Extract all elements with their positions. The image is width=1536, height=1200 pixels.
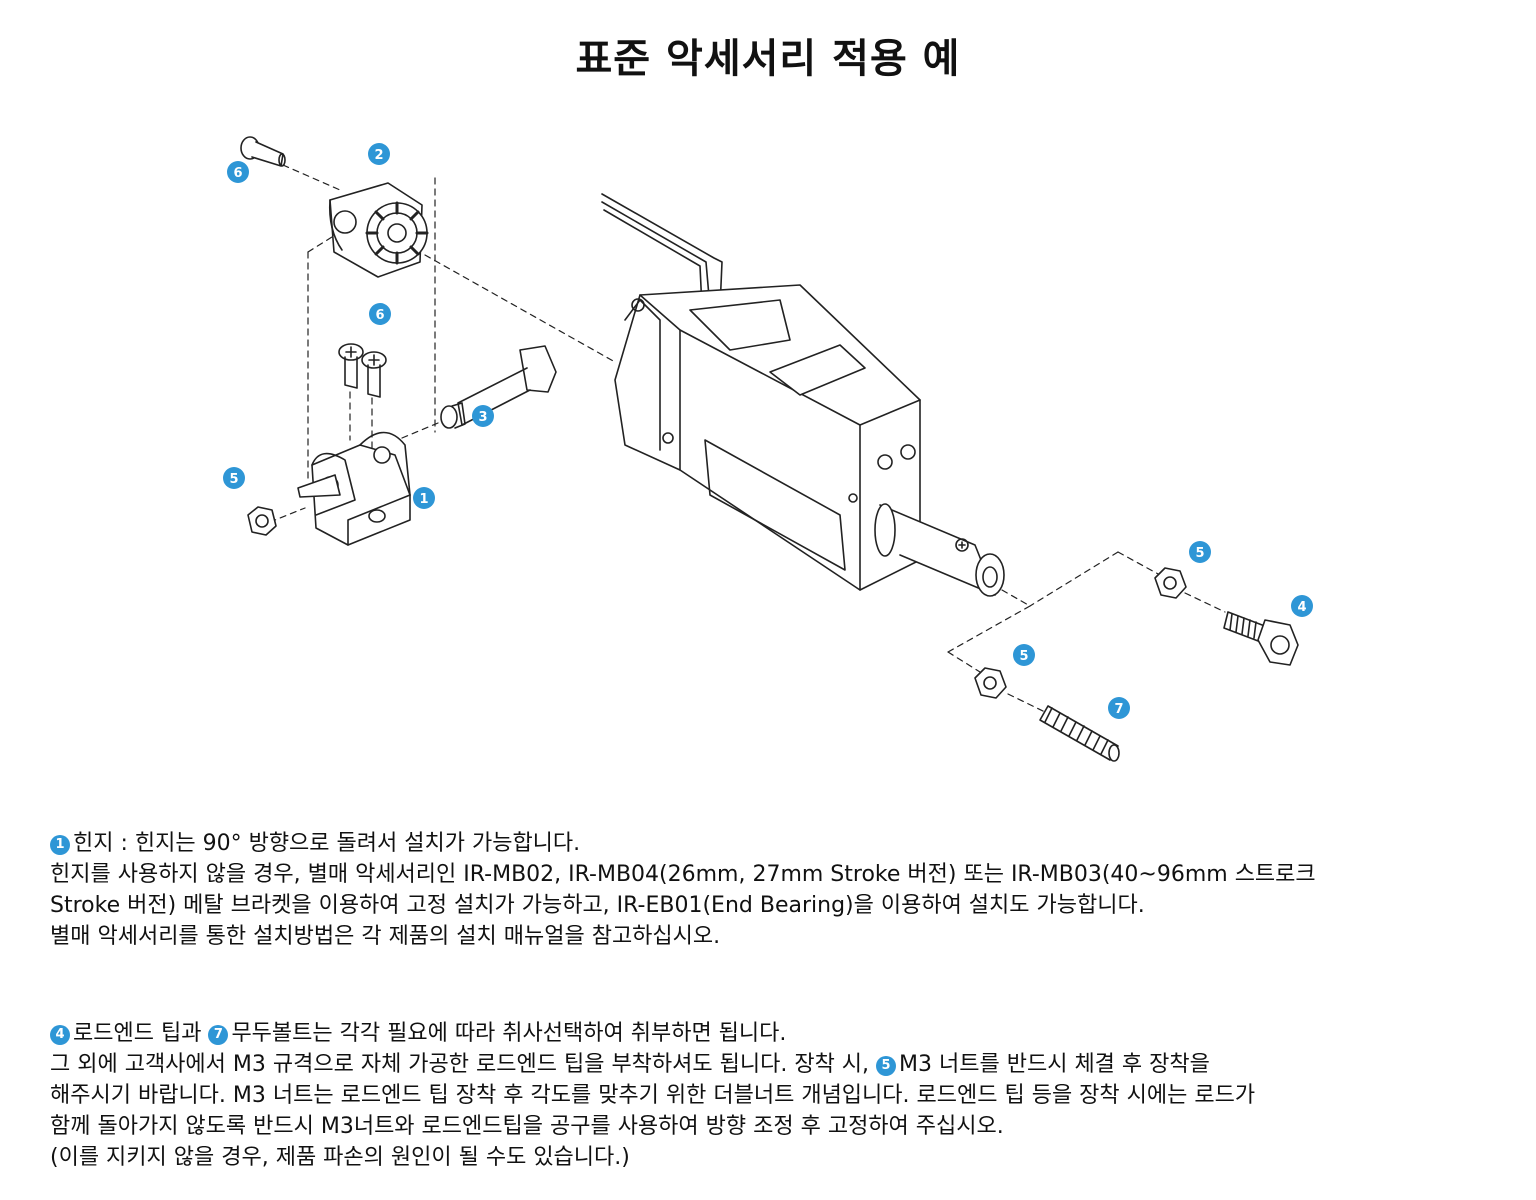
svg-text:5: 5: [1195, 546, 1204, 561]
badge-6-screws: 6: [369, 303, 391, 325]
rotary-bracket-part: [328, 182, 429, 278]
hinge-pin-part: [440, 345, 557, 429]
svg-text:4: 4: [1297, 600, 1306, 615]
badge-7: 7: [1108, 697, 1130, 719]
hinge-note-line-2: 힌지를 사용하지 않을 경우, 별매 악세서리인 IR-MB02, IR-MB0…: [50, 862, 1316, 887]
svg-text:6: 6: [375, 308, 384, 323]
rod-end-tip-part: [1223, 611, 1299, 666]
badge-4: 4: [1291, 595, 1313, 617]
rod-note-line-5: (이를 지키지 않을 경우, 제품 파손의 원인이 될 수도 있습니다.): [50, 1145, 630, 1170]
badge-6-top: 6: [227, 161, 249, 183]
svg-text:2: 2: [374, 148, 383, 163]
badge-5-hinge: 5: [223, 467, 245, 489]
badge-4-inline: 4: [50, 1025, 70, 1045]
badge-5-lower: 5: [1013, 644, 1035, 666]
exploded-assembly-diagram: 6 2 6 3 5 1 5 4 5 7: [223, 136, 1313, 762]
badge-5-inline: 5: [876, 1056, 897, 1076]
set-bolt-part: [1039, 705, 1120, 762]
pin-bolt-part: [240, 136, 286, 167]
hinge-note-line-4: 별매 악세서리를 통한 설치방법은 각 제품의 설치 매뉴얼을 참고하십시오.: [50, 924, 721, 949]
badge-2: 2: [368, 143, 390, 165]
badge-3: 3: [472, 405, 494, 427]
rod-note-line-4: 함께 돌아가지 않도록 반드시 M3너트와 로드엔드팁을 공구를 사용하여 방향…: [50, 1114, 1004, 1139]
hinge-nut-part: [247, 506, 277, 536]
svg-text:7: 7: [1114, 702, 1123, 717]
actuator-rod-part: [874, 503, 1005, 597]
hinge-base-part: [297, 431, 411, 546]
badge-1-inline: 1: [50, 835, 70, 855]
svg-text:6: 6: [233, 166, 242, 181]
svg-text:1: 1: [419, 492, 428, 507]
badge-1: 1: [413, 487, 435, 509]
badge-5-right: 5: [1189, 541, 1211, 563]
rod-nut-upper-part: [1154, 567, 1187, 599]
rod-note-line-3: 해주시기 바랍니다. M3 너트는 로드엔드 팁 장착 후 각도를 맞추기 위한…: [50, 1083, 1256, 1108]
assembly-guide-lines: [269, 164, 1226, 713]
svg-text:5: 5: [229, 472, 238, 487]
svg-text:3: 3: [478, 410, 487, 425]
rod-nut-lower-part: [974, 667, 1007, 699]
screws-part: [338, 343, 387, 398]
page-title: 표준 악세서리 적용 예: [575, 36, 961, 82]
badge-7-inline: 7: [208, 1025, 229, 1045]
actuator-body-part: [601, 193, 921, 591]
rod-note-line-2: 그 외에 고객사에서 M3 규격으로 자체 가공한 로드엔드 팁을 부착하셔도 …: [50, 1052, 1210, 1077]
svg-text:5: 5: [1019, 649, 1028, 664]
hinge-note-line-3: Stroke 버전) 메탈 브라켓을 이용하여 고정 설치가 가능하고, IR-…: [50, 893, 1145, 918]
